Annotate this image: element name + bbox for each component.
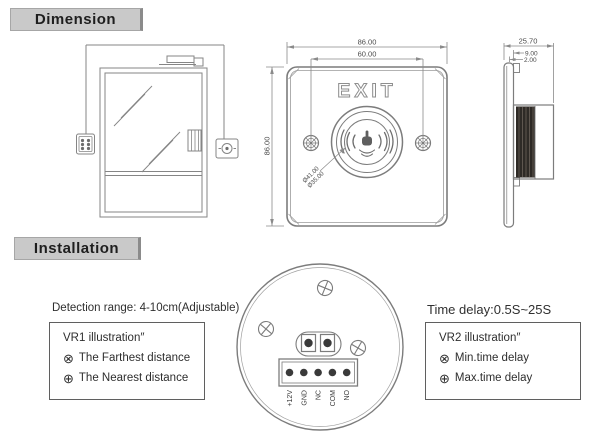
vr2-title: VR2 illustration″ [439,332,521,344]
dim-width-outer-label: 86.00 [358,38,377,47]
door-frame [99,67,208,218]
terminal-label-com: COM [330,390,337,407]
vr1-pot [300,333,317,353]
back-screw-top [316,279,334,297]
time-delay-label: Time delay:0.5S~25S [427,302,552,317]
terminal-labels: +12V GND NC COM NO [287,389,351,406]
door-bottom-rail [105,171,202,176]
side-view: 25.70 9.00 2.00 [503,37,555,228]
door-handle [187,129,202,152]
vr2-pot [319,333,336,353]
vr1-item-farthest: ⊗ The Farthest distance [63,350,198,366]
vr1-item-nearest-label: The Nearest distance [78,372,189,384]
glass-reflection-lines [113,85,181,173]
terminal-label-no: NO [344,389,351,400]
dimension-section-header: Dimension [10,8,143,31]
detection-range-label: Detection range: 4-10cm(Adjustable) [52,302,240,314]
side-dim-arrows [504,44,554,61]
front-view: EXIT [263,38,448,227]
dim-plate-label: 2.00 [524,57,537,64]
hand-wave-icon [340,129,394,157]
front-dim-lines [266,42,448,227]
side-body-outline [512,104,555,180]
dim-width-inner-label: 60.00 [358,50,377,59]
rotate-cw-screw-icon: ⊕ [63,370,74,386]
side-body-knurl [516,106,535,178]
plate-inner-line [290,70,444,223]
vr2-item-max-label: Max.time delay [454,372,533,384]
vr1-title: VR1 illustration″ [63,332,145,344]
vr1-pot-screw [304,338,313,348]
back-screw-left [257,320,275,338]
rotate-ccw-screw-icon: ⊗ [439,350,450,366]
vr2-item-min: ⊗ Min.time delay [439,350,574,366]
terminal-label-nc: NC [316,390,323,400]
rotate-cw-screw-icon: ⊕ [439,370,450,386]
vr2-pot-screw [323,338,332,348]
terminal-dots [285,368,351,377]
terminal-block [278,358,359,387]
installation-section-header: Installation [14,237,141,260]
back-screw-right [349,339,367,357]
dim-flange-label: 9.00 [525,51,538,58]
door-leaf [104,72,203,213]
back-plate-circle [236,263,404,431]
back-plate-inner-circle [240,267,400,427]
side-plate-profile [503,62,515,228]
keypad-device [76,133,95,155]
side-body-knurl-lines [518,107,534,177]
dim-height-label: 86.00 [263,137,272,156]
exit-embossed-label: EXIT [337,80,396,102]
vr1-item-nearest: ⊕ The Nearest distance [63,370,198,386]
vr2-item-min-label: Min.time delay [454,352,530,364]
vr2-item-max: ⊕ Max.time delay [439,370,574,386]
plate-corner-chamfers [288,68,446,225]
rotate-ccw-screw-icon: ⊗ [63,350,74,366]
vr1-illustration-box: VR1 illustration″ ⊗ The Farthest distanc… [49,322,205,400]
dim-depth-label: 25.70 [519,37,538,46]
terminal-label-12v: +12V [287,390,294,407]
vr-potentiometers [295,331,342,357]
door-closer [159,55,204,67]
door-illustration [76,44,239,218]
vr2-illustration-box: VR2 illustration″ ⊗ Min.time delay ⊕ Max… [425,322,581,400]
side-top-tab [513,63,520,73]
terminal-label-gnd: GND [301,390,308,406]
front-dim-arrows [270,45,447,226]
sensor-rings [330,105,404,179]
hand-glyph [362,130,372,146]
back-view: +12V GND NC COM NO [236,263,404,431]
vr1-item-farthest-label: The Farthest distance [78,352,191,364]
plate-outline [286,66,448,227]
exit-button-device [215,138,239,159]
